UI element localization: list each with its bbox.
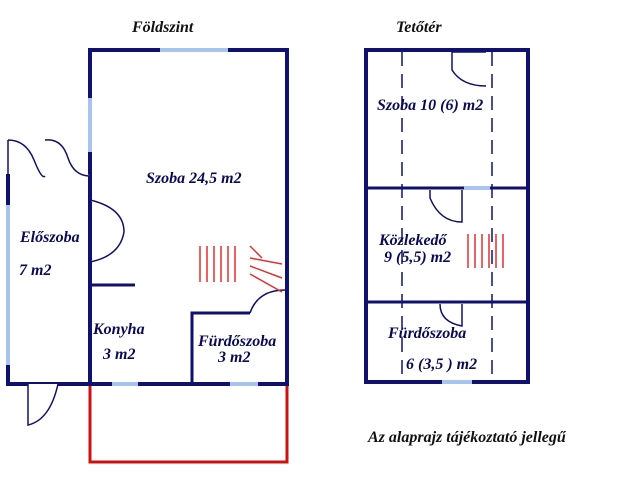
hall-area-label: 7 m2 xyxy=(19,262,51,279)
bathroom-door xyxy=(249,289,286,314)
bathroom-wall xyxy=(190,311,250,384)
disclaimer-note: Az alaprajz tájékoztató jellegű xyxy=(367,429,567,446)
attic-room-label: Szoba 10 (6) m2 xyxy=(377,97,483,114)
ground-bathroom-label: Fürdőszoba xyxy=(197,333,276,350)
ground-floor-title: Földszint xyxy=(131,19,194,36)
attic-bathroom-area-label: 6 (3,5 ) m2 xyxy=(406,356,477,373)
corridor-label: Közlekedő xyxy=(378,232,448,249)
corridor-area-label: 9 (5,5) m2 xyxy=(384,249,451,266)
ground-bathroom-area-label: 3 m2 xyxy=(217,349,250,366)
kitchen-area-label: 3 m2 xyxy=(102,346,135,363)
kitchen-label: Konyha xyxy=(92,321,145,338)
exterior-door xyxy=(27,383,59,426)
attic-room-door xyxy=(429,190,463,223)
attic-plan: Szoba 10 (6) m2 Közlekedő 9 (5,5) m2 Für… xyxy=(364,48,530,384)
hall-door xyxy=(89,199,125,263)
terrace-outline xyxy=(88,384,289,464)
hall-label: Előszoba xyxy=(19,229,80,246)
ground-floor-plan: Szoba 24,5 m2 Előszoba 7 m2 Konyha 3 m2 … xyxy=(6,48,289,464)
attic-room-door-top xyxy=(451,51,487,87)
entrance-double-door xyxy=(7,139,91,178)
living-room-label: Szoba 24,5 m2 xyxy=(146,170,242,187)
attic-title: Tetőtér xyxy=(396,19,442,36)
attic-bath-door xyxy=(439,303,463,327)
stairs-ground xyxy=(199,245,283,293)
attic-bathroom-label: Fürdőszoba xyxy=(387,325,466,342)
stairs-attic xyxy=(467,234,504,268)
